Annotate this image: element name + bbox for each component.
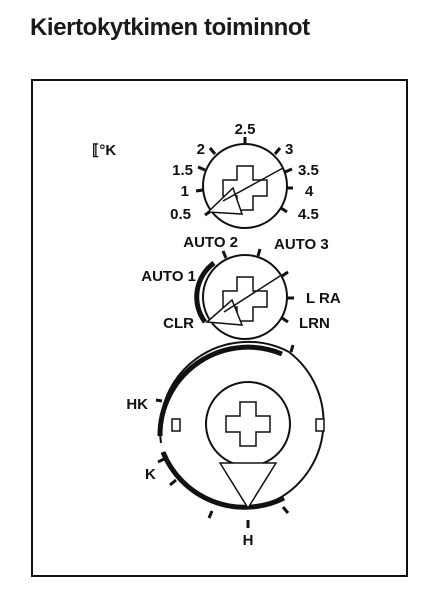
mode-dial-ticks	[221, 248, 294, 324]
tick-label-3: 3	[285, 141, 293, 158]
diagram-frame	[31, 79, 408, 577]
main-dial-ticks	[155, 344, 295, 528]
pointer-line	[223, 275, 281, 313]
cross-slot-icon	[222, 276, 268, 322]
tick-label-1-5: 1.5	[172, 162, 193, 179]
pointer-line	[222, 167, 284, 202]
cross-slot-icon	[225, 401, 271, 447]
pointer-icon	[218, 462, 278, 510]
cross-slot-icon	[222, 165, 268, 211]
mode-label-lra: L RA	[306, 290, 341, 307]
temperature-dial[interactable]: ⟦°K 0.5 1 1.5 2 2.5 3 3.5 4 4.5	[92, 121, 319, 229]
tick-label-4-5: 4.5	[298, 206, 319, 223]
page-title: Kiertokytkimen toiminnot	[30, 14, 310, 41]
mode-dial-body	[202, 254, 288, 340]
mode-dial[interactable]: CLR AUTO 1 AUTO 2 AUTO 3 L RA LRN	[141, 234, 341, 340]
main-dial[interactable]: HK K H	[126, 340, 325, 549]
tick-label-3-5: 3.5	[298, 162, 319, 179]
main-dial-arc	[157, 344, 283, 437]
mode-label-lrn: LRN	[299, 315, 330, 332]
tick-label-2: 2	[197, 141, 205, 158]
mode-label-auto-1: AUTO 1	[141, 268, 196, 285]
mode-label-auto-3: AUTO 3	[274, 236, 329, 253]
mode-dial-arc	[194, 260, 216, 324]
mode-label-clr: CLR	[163, 315, 194, 332]
tick-label-1: 1	[181, 183, 189, 200]
tick-label-0-5: 0.5	[170, 206, 191, 223]
temperature-dial-body	[202, 143, 288, 229]
tick-label-4: 4	[305, 183, 314, 200]
main-dial-arc-lower	[160, 451, 286, 510]
main-label-h: H	[243, 532, 254, 549]
main-dial-notch-right	[315, 418, 325, 432]
temperature-unit-label: ⟦°K	[92, 142, 116, 159]
tick-label-2-5: 2.5	[235, 121, 256, 138]
main-label-hk: HK	[126, 396, 148, 413]
main-dial-knob	[205, 381, 291, 467]
mode-label-auto-2: AUTO 2	[183, 234, 238, 251]
main-dial-notch-left	[171, 418, 181, 432]
main-label-k: K	[145, 466, 156, 483]
